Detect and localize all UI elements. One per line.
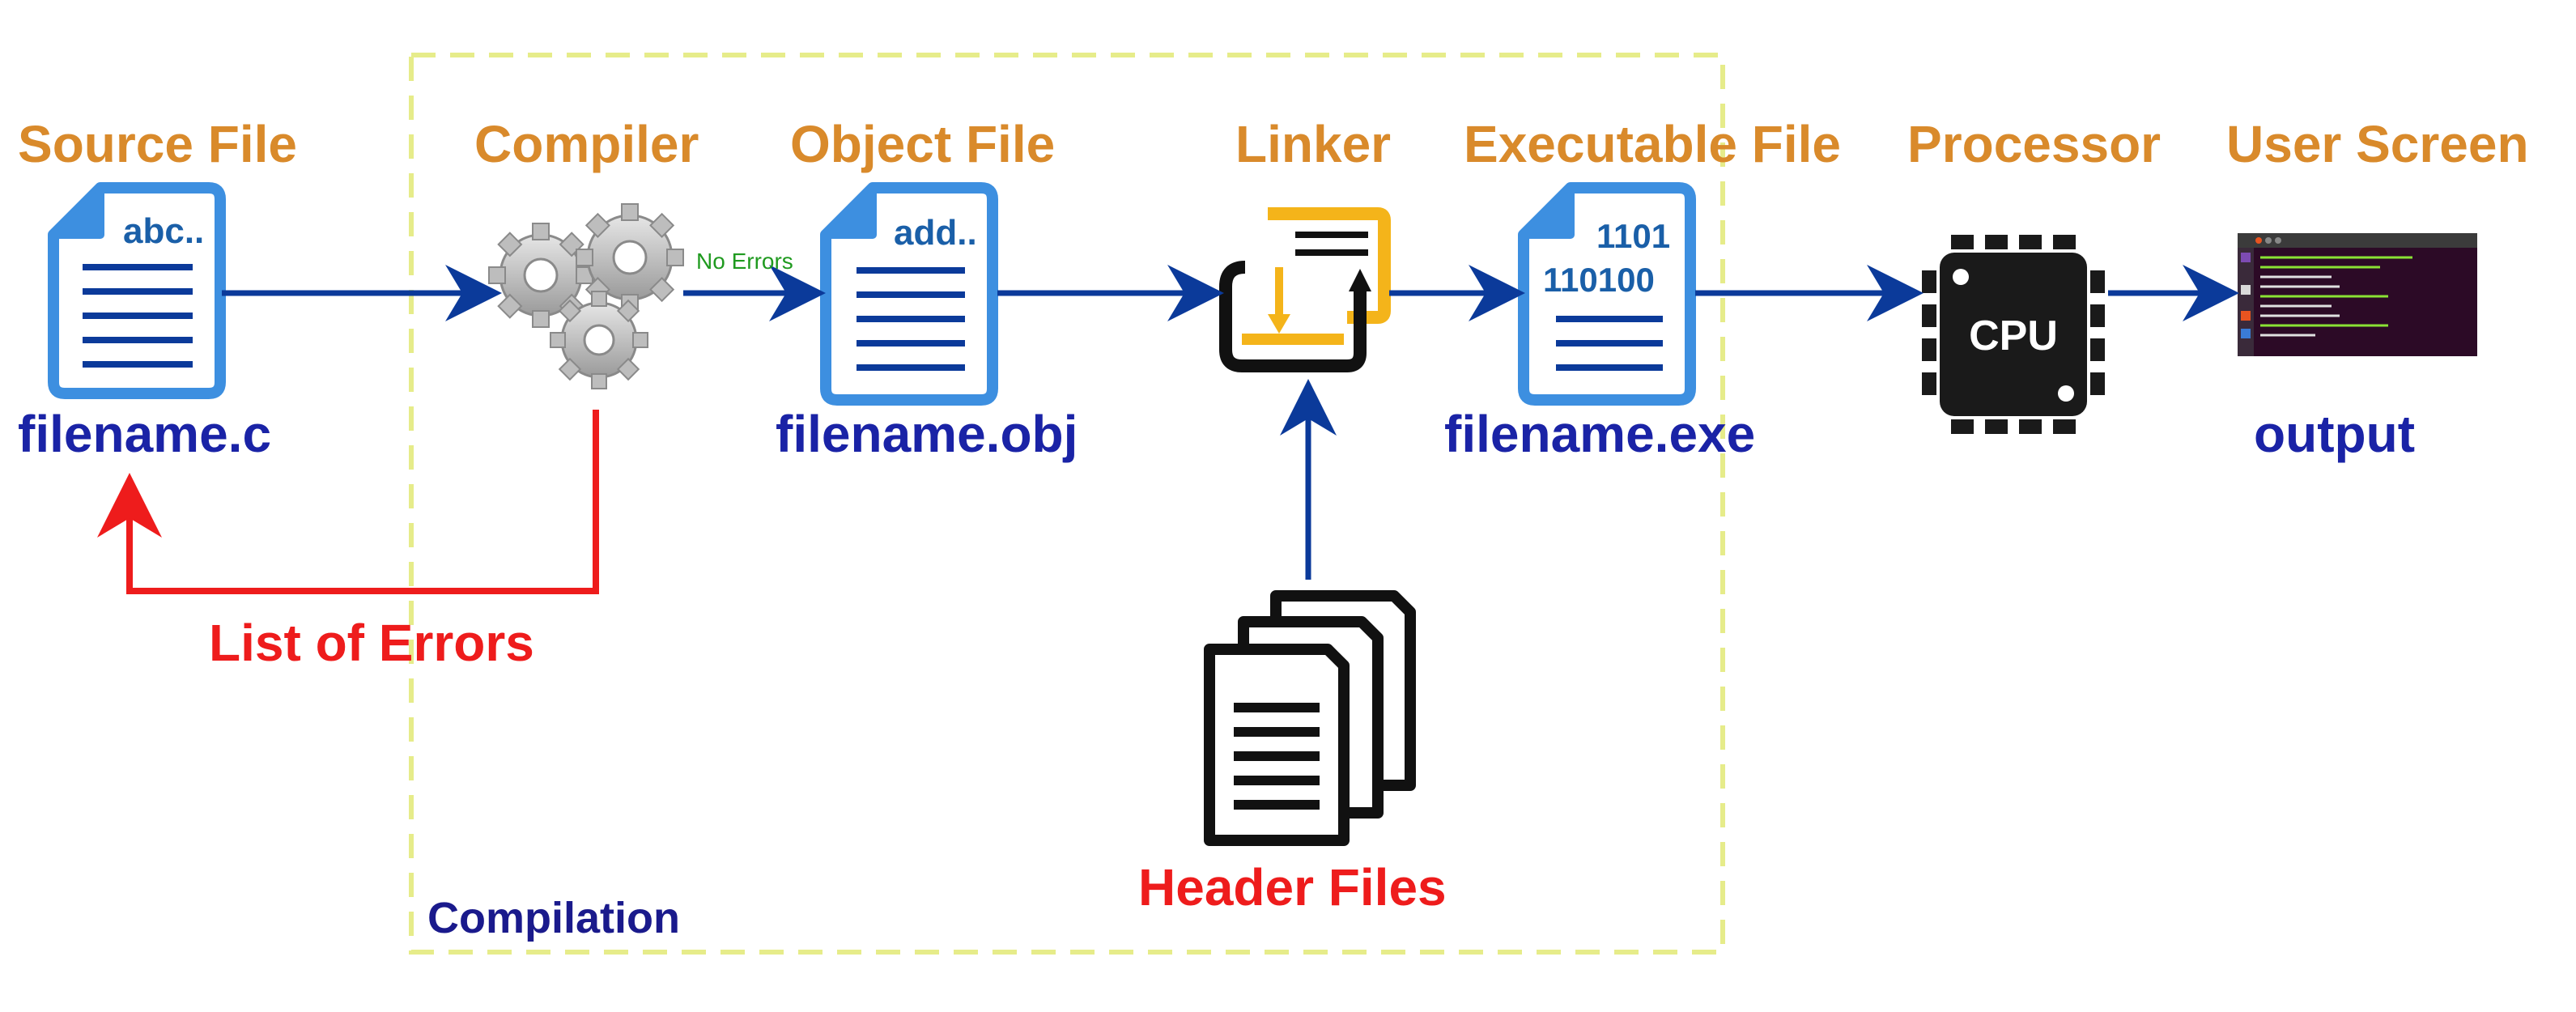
output-filename: output [2254,405,2415,463]
executable-binary-line2: 110100 [1543,261,1655,299]
cpu-chip-label: CPU [1969,313,2058,359]
object-filename: filename.obj [776,405,1078,463]
cpu-chip-icon [1922,235,2105,434]
compilation-box [409,53,1725,955]
processor-title: Processor [1907,115,2161,173]
object-document-icon [820,182,998,406]
arrow-errors-to-source [97,410,599,594]
terminal-window-icon [2238,233,2477,356]
source-document-icon [48,182,226,399]
compiler-title: Compiler [474,115,699,173]
user-screen-title: User Screen [2226,115,2529,173]
list-of-errors-label: List of Errors [209,614,534,672]
executable-binary-line1: 1101 [1596,217,1670,255]
source-doc-tag: abc.. [123,211,204,251]
source-file-title: Source File [18,115,297,173]
gears-icon [488,203,684,389]
executable-filename: filename.exe [1444,405,1755,463]
compilation-label: Compilation [427,894,680,942]
linker-title: Linker [1235,115,1391,173]
header-files-label: Header Files [1138,858,1447,916]
executable-document-icon [1518,182,1696,406]
header-files-icon [1204,590,1416,846]
object-file-title: Object File [790,115,1055,173]
source-filename: filename.c [18,405,271,463]
linker-icon [1219,207,1391,372]
no-errors-label: No Errors [696,249,793,274]
object-doc-tag: add.. [894,213,977,253]
executable-file-title: Executable File [1464,115,1841,173]
